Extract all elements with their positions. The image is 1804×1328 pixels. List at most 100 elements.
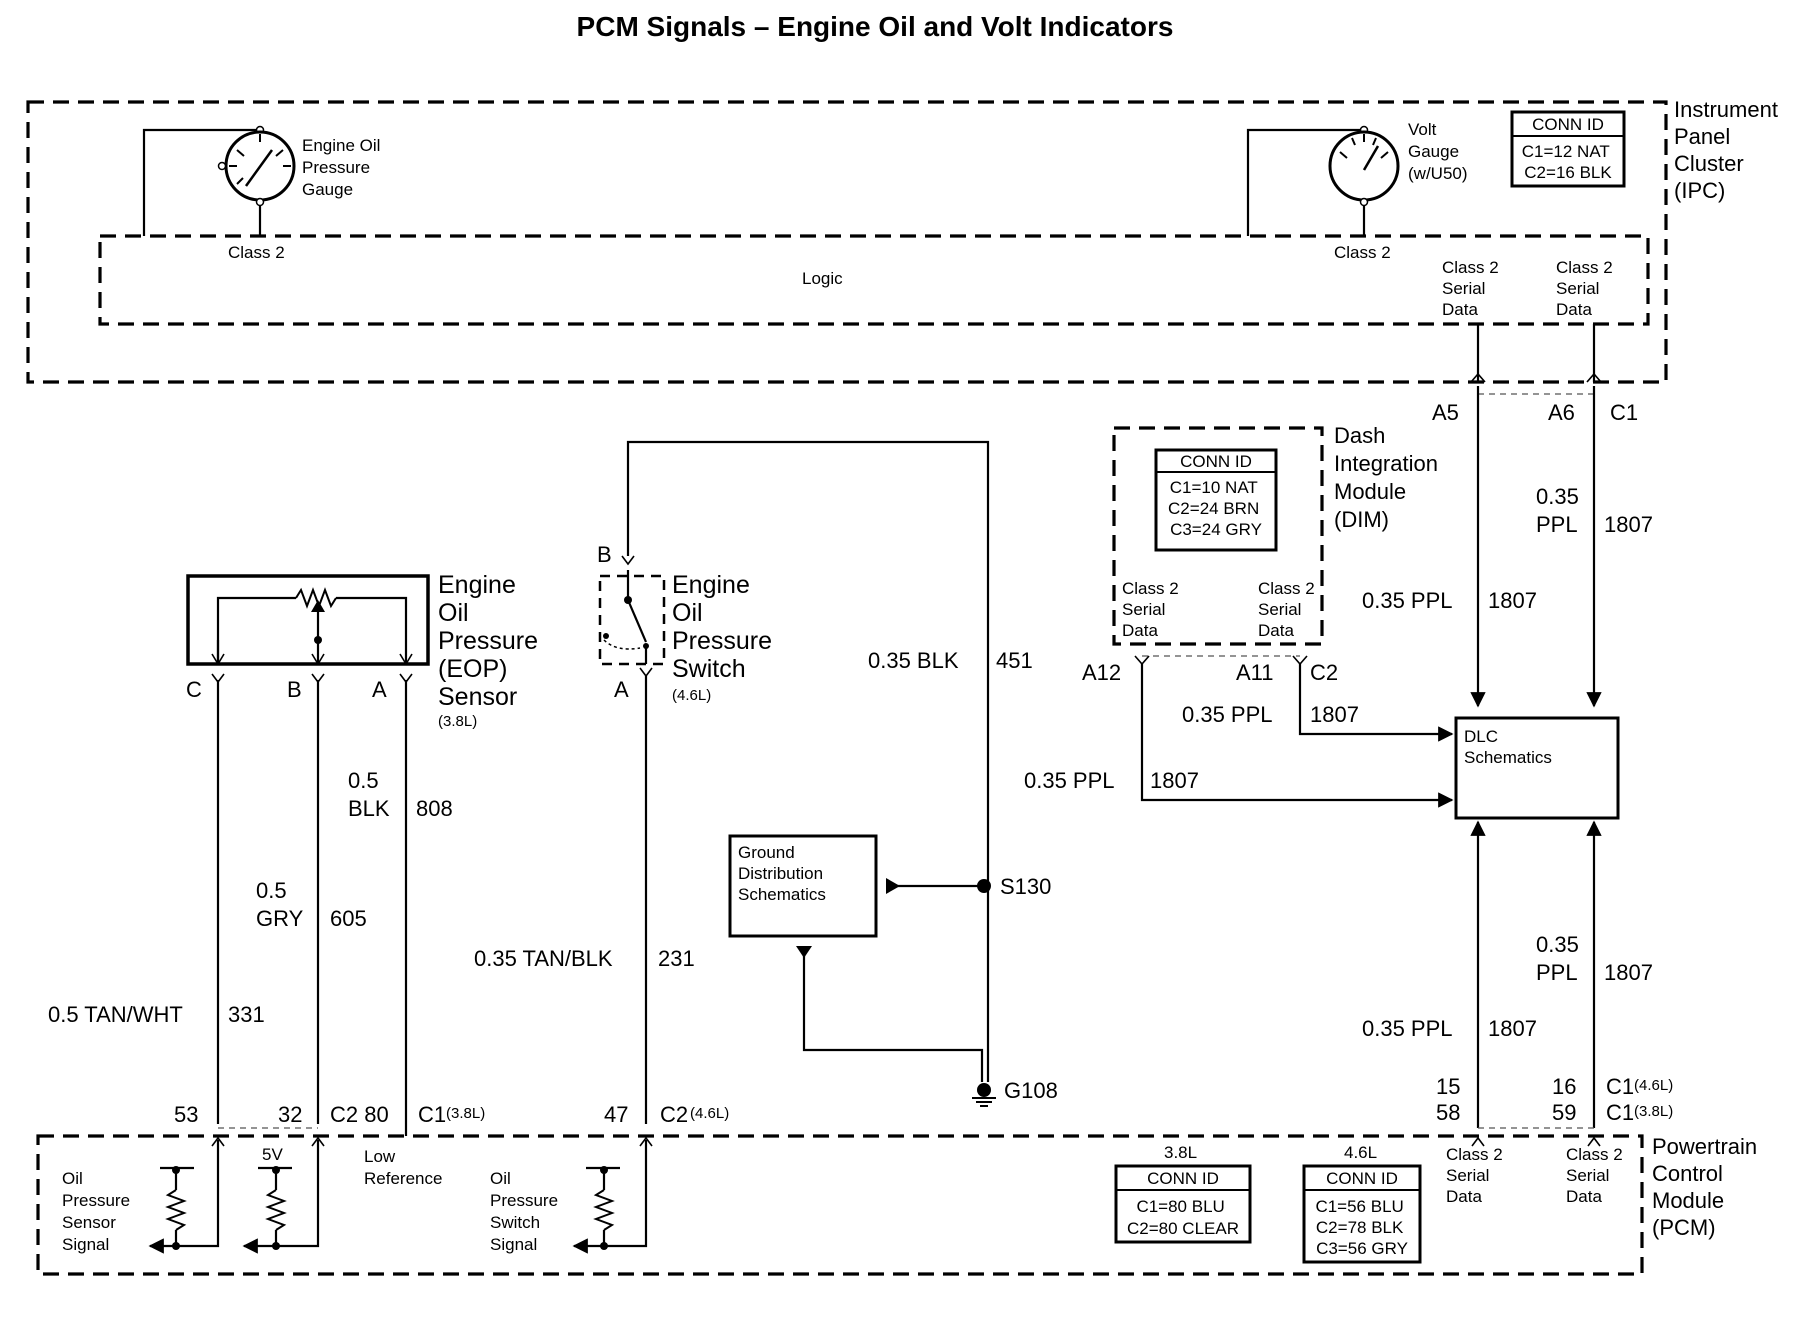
pcm-oil-sensor-signal-label: Oil Pressure Sensor Signal: [62, 1169, 135, 1254]
dim-connector-a12-a11: A12 A11 C2: [1082, 655, 1338, 685]
svg-text:B: B: [287, 677, 302, 702]
svg-text:C2: C2: [1310, 660, 1338, 685]
ipc-class2-right: Class 2: [1334, 243, 1391, 262]
svg-text:B: B: [597, 542, 612, 567]
pcm-serial-data-left: Class 2 Serial Data: [1446, 1145, 1507, 1206]
wire-a6-circuit: 1807: [1604, 512, 1653, 537]
wire-tanwht-circuit: 331: [228, 1002, 265, 1027]
svg-text:CONN ID: CONN ID: [1326, 1169, 1398, 1188]
wire-pcm16-label: 0.35 PPL: [1536, 932, 1585, 985]
svg-text:C1=12 NAT C2=16 BLK: C1=12 NAT C2=16 BLK: [1522, 142, 1614, 182]
dim-module: Dash Integration Module (DIM) CONN ID C1…: [1112, 423, 1444, 646]
wire-a12-label: 0.35 PPL: [1024, 768, 1115, 793]
dim-serial-data-left: Class 2 Serial Data: [1122, 579, 1183, 640]
svg-text:C: C: [186, 677, 202, 702]
ipc-module: Instrument Panel Cluster (IPC) Logic Cla…: [26, 97, 1784, 384]
svg-text:(3.8L): (3.8L): [446, 1105, 485, 1122]
svg-text:CONN ID: CONN ID: [1532, 115, 1604, 134]
ground-g108-icon: G108: [796, 886, 1058, 1107]
svg-text:C1=10 NAT C2=24 BRN: C1=10 NAT C2=24 BRN C3=24 GRY: [1168, 478, 1264, 539]
pcm-4-6l-label: 4.6L: [1344, 1143, 1377, 1162]
splice-s130: S130: [886, 874, 1051, 899]
svg-text:16: 16: [1552, 1074, 1576, 1099]
pcm-name: Powertrain Control Module (PCM): [1652, 1134, 1763, 1240]
wire-tanblk-label: 0.35 TAN/BLK: [474, 946, 613, 971]
svg-text:58: 58: [1436, 1100, 1460, 1125]
ipc-connector-a5-a6: A5 A6 C1: [1432, 324, 1638, 425]
svg-text:53: 53: [174, 1102, 198, 1127]
wire-a5-label: 0.35 PPL: [1362, 588, 1453, 613]
wire-blk451-circuit: 451: [996, 648, 1033, 673]
svg-text:CONN ID: CONN ID: [1147, 1169, 1219, 1188]
svg-text:(3.8L): (3.8L): [438, 713, 477, 730]
wire-a5-circuit: 1807: [1488, 588, 1537, 613]
svg-text:DLC Schematics: DLC Schematics: [1464, 727, 1552, 767]
svg-text:15: 15: [1436, 1074, 1460, 1099]
wire-gry-605-label: 0.5 GRY: [256, 878, 304, 931]
ipc-name: Instrument Panel Cluster (IPC): [1674, 97, 1784, 203]
pcm-oil-sensor-signal-circuit: [148, 1140, 220, 1254]
pcm-5v-label: 5V: [262, 1145, 283, 1164]
svg-text:C2 80: C2 80: [330, 1102, 389, 1127]
svg-text:59: 59: [1552, 1100, 1576, 1125]
wire-a11-label: 0.35 PPL: [1182, 702, 1273, 727]
svg-text:(3.8L): (3.8L): [1634, 1103, 1673, 1120]
pcm-module: Powertrain Control Module (PCM) Oil Pres…: [36, 1124, 1763, 1276]
wire-a12-circuit: 1807: [1150, 768, 1199, 793]
pcm-conn-id-3-8l: CONN ID C1=80 BLU C2=80 CLEAR: [1114, 1164, 1252, 1244]
volt-gauge-icon: [1246, 125, 1400, 236]
svg-text:47: 47: [604, 1102, 628, 1127]
svg-text:G108: G108: [1004, 1078, 1058, 1103]
pcm-oil-switch-signal-label: Oil Pressure Switch Signal: [490, 1169, 563, 1254]
svg-text:A11: A11: [1236, 660, 1274, 685]
svg-text:Engine Oil Pressur: Engine Oil Pressure Switch: [672, 571, 779, 683]
svg-text:C1=80 BLU C2=80 CLEAR: C1=80 BLU C2=80 CLEAR: [1127, 1197, 1239, 1238]
ipc-logic-label: Logic: [802, 269, 843, 288]
ipc-conn-id-box: CONN ID C1=12 NAT C2=16 BLK: [1510, 110, 1626, 188]
oil-pressure-switch: B Engine Oil Pressure Switch (4.6L) A: [597, 440, 990, 890]
pcm-connector-labels: 53 32 C2 80 C1 (3.8L) 47 C2 (4.6L) 15 58…: [174, 1074, 1673, 1129]
eop-sensor: Engine Oil Pressure (EOP) Sensor (3.8L) …: [186, 571, 545, 730]
wire-gry-605-circuit: 605: [330, 906, 367, 931]
pcm-conn-id-4-6l: CONN ID C1=56 BLU C2=78 BLK C3=56 GRY: [1302, 1164, 1422, 1264]
wire-blk-808-circuit: 808: [416, 796, 453, 821]
wire-blk-808-label: 0.5 BLK: [348, 768, 390, 821]
svg-text:C1: C1: [418, 1102, 446, 1127]
ipc-serial-data-left: Class 2 Serial Data: [1442, 258, 1503, 319]
ground-distribution-box: Ground Distribution Schematics: [728, 834, 878, 938]
oil-pressure-gauge-icon: [142, 125, 296, 236]
svg-text:A5: A5: [1432, 400, 1459, 425]
svg-text:C1: C1: [1606, 1100, 1634, 1125]
svg-text:C2: C2: [660, 1102, 688, 1127]
svg-text:Ground Distribution: Ground Distribution Schematics: [738, 843, 828, 904]
wire-tanwht-label: 0.5 TAN/WHT: [48, 1002, 183, 1027]
svg-text:C1=56 BLU C2=78 BLK: C1=56 BLU C2=78 BLK C3=56 GRY: [1315, 1197, 1408, 1258]
wire-a11-circuit: 1807: [1310, 702, 1359, 727]
wire-pcm15-label: 0.35 PPL: [1362, 1016, 1453, 1041]
svg-text:(4.6L): (4.6L): [690, 1105, 729, 1122]
oil-pressure-gauge-label: Engine Oil Pressure Gauge: [302, 136, 385, 199]
dim-conn-id-box: CONN ID C1=10 NAT C2=24 BRN C3=24 GRY: [1154, 448, 1278, 552]
svg-text:A: A: [614, 677, 629, 702]
svg-text:(4.6L): (4.6L): [1634, 1077, 1673, 1094]
pcm-oil-switch-signal-circuit: [572, 1140, 648, 1254]
wire-blk451-label: 0.35 BLK: [868, 648, 959, 673]
svg-text:CONN ID: CONN ID: [1180, 452, 1252, 471]
pcm-low-reference-label: Low Reference: [364, 1147, 442, 1188]
dim-name: Dash Integration Module (DIM): [1334, 423, 1444, 532]
ipc-serial-data-right: Class 2 Serial Data: [1556, 258, 1617, 319]
svg-text:C1: C1: [1606, 1074, 1634, 1099]
svg-text:A6: A6: [1548, 400, 1575, 425]
ipc-class2-left: Class 2: [228, 243, 285, 262]
svg-text:Engine Oil Pressur: Engine Oil Pressure (EOP) Sensor: [438, 571, 545, 711]
svg-text:A: A: [372, 677, 387, 702]
svg-text:(4.6L): (4.6L): [672, 687, 711, 704]
pcm-3-8l-label: 3.8L: [1164, 1143, 1197, 1162]
pcm-5v-circuit: [242, 1140, 320, 1254]
pcm-serial-data-right: Class 2 Serial Data: [1566, 1145, 1627, 1206]
wire-pcm15-circuit: 1807: [1488, 1016, 1537, 1041]
wire-a12-dlc: [1140, 664, 1454, 808]
svg-text:32: 32: [278, 1102, 302, 1127]
dim-serial-data-right: Class 2 Serial Data: [1258, 579, 1319, 640]
